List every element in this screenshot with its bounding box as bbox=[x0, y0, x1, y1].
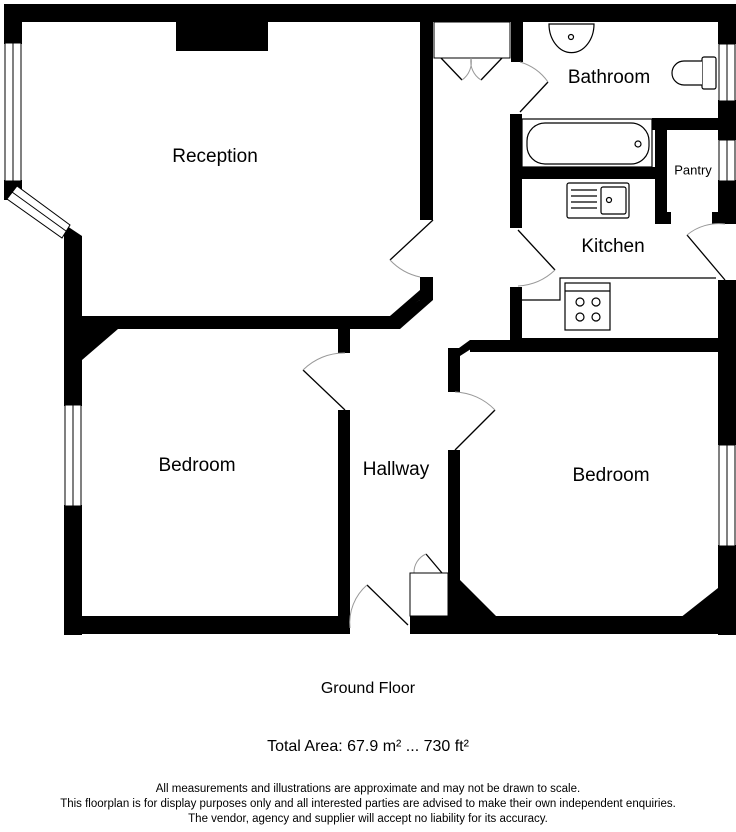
total-area: Total Area: 67.9 m² ... 730 ft² bbox=[267, 738, 469, 755]
walls bbox=[4, 4, 736, 635]
fixtures bbox=[409, 23, 717, 617]
room-label-hallway: Hallway bbox=[362, 459, 430, 480]
room-label-bedroom-left: Bedroom bbox=[158, 455, 236, 476]
disclaimer-line: The vendor, agency and supplier will acc… bbox=[188, 813, 548, 825]
room-label-reception: Reception bbox=[172, 146, 258, 167]
room-label-pantry: Pantry bbox=[674, 162, 712, 178]
disclaimer-line: This floorplan is for display purposes o… bbox=[60, 798, 676, 810]
disclaimer: All measurements and illustrations are a… bbox=[0, 782, 736, 827]
windows bbox=[4, 21, 736, 547]
room-label-kitchen: Kitchen bbox=[581, 236, 645, 257]
room-label-bedroom-right: Bedroom bbox=[572, 465, 650, 486]
room-label-bathroom: Bathroom bbox=[567, 67, 651, 88]
doors bbox=[302, 57, 726, 629]
floor-name: Ground Floor bbox=[320, 680, 416, 697]
disclaimer-line: All measurements and illustrations are a… bbox=[155, 783, 581, 795]
